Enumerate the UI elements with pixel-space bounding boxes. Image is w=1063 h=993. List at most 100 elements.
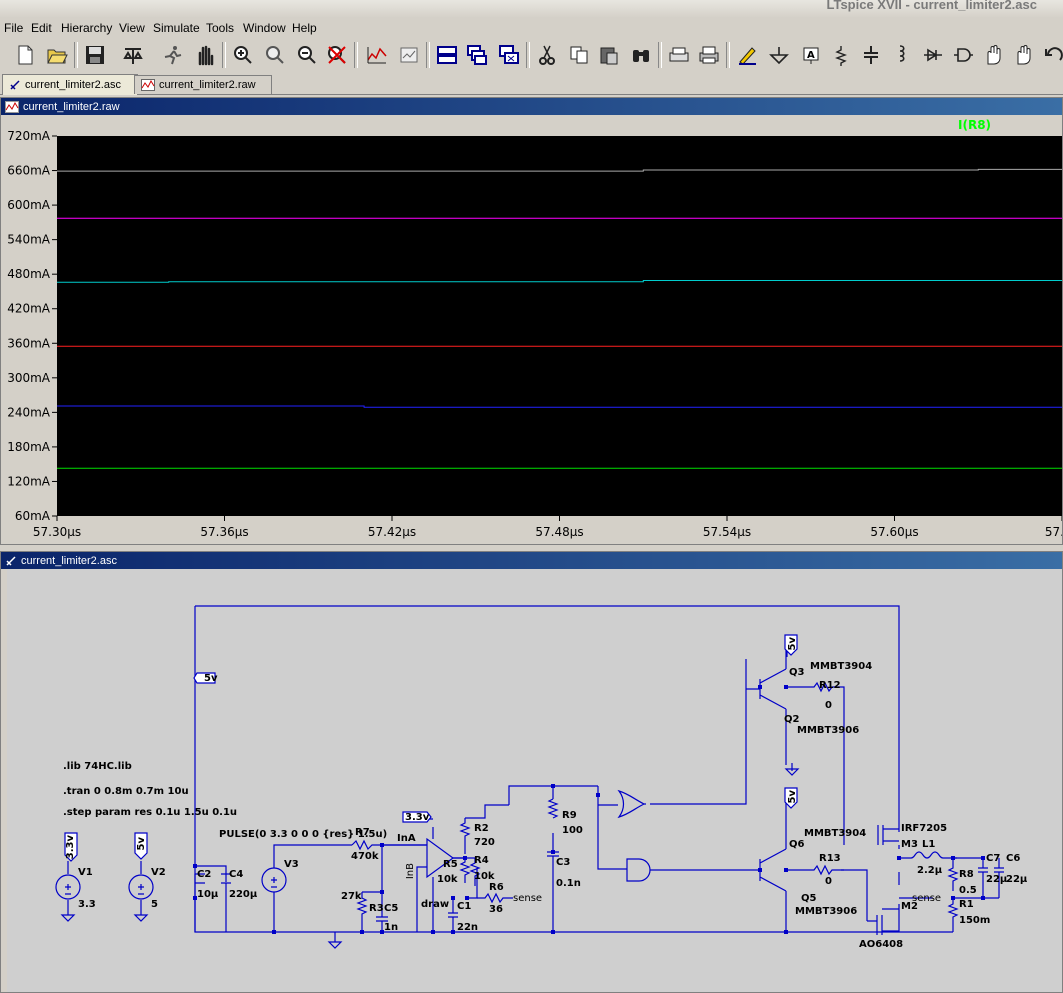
- value-r5[interactable]: 10k: [437, 874, 458, 885]
- value-r12[interactable]: 0: [825, 700, 832, 711]
- menu-window[interactable]: Window: [243, 21, 286, 35]
- model-q6[interactable]: MMBT3904: [804, 828, 867, 839]
- directive-step[interactable]: .step param res 0.1u 1.5u 0.1u: [63, 807, 238, 818]
- value-r6[interactable]: 36: [489, 904, 503, 915]
- control-panel-icon[interactable]: [120, 41, 146, 69]
- value-c4[interactable]: 220µ: [229, 889, 258, 900]
- paste-icon[interactable]: [596, 41, 622, 69]
- label-q5[interactable]: Q5: [801, 893, 817, 904]
- model-q3[interactable]: MMBT3904: [810, 661, 873, 672]
- value-r1[interactable]: 150m: [959, 915, 991, 926]
- value-c5[interactable]: 1n: [384, 922, 399, 933]
- label-sense-m2[interactable]: sense: [912, 893, 942, 904]
- trace-label-ir8[interactable]: I(R8): [958, 118, 991, 132]
- label-q6[interactable]: Q6: [789, 839, 805, 850]
- value-c3[interactable]: 0.1n: [556, 878, 581, 889]
- label-r8[interactable]: R8: [959, 869, 974, 880]
- trace-series-2[interactable]: [57, 280, 1062, 283]
- value-c6[interactable]: 22µ: [1006, 874, 1028, 885]
- label-v3[interactable]: V3: [284, 859, 299, 870]
- directive-tran[interactable]: .tran 0 0.8m 0.7m 10u: [63, 786, 189, 797]
- zoom-pan-icon[interactable]: [262, 41, 288, 69]
- menu-hierarchy[interactable]: Hierarchy: [61, 21, 113, 35]
- menu-edit[interactable]: Edit: [31, 21, 52, 35]
- value-r9[interactable]: 100: [562, 825, 583, 836]
- label-c6[interactable]: C6: [1006, 853, 1021, 864]
- value-r13[interactable]: 0: [825, 876, 832, 887]
- menu-tools[interactable]: Tools: [206, 21, 235, 35]
- component-icon[interactable]: [950, 41, 976, 69]
- flag-3v3[interactable]: 3.3v: [65, 835, 76, 860]
- resistor-icon[interactable]: [828, 41, 854, 69]
- directive-lib[interactable]: .lib 74HC.lib: [63, 761, 132, 772]
- label-r1[interactable]: R1: [959, 899, 974, 910]
- drag-icon[interactable]: [1010, 41, 1036, 69]
- label-ina[interactable]: InA: [397, 833, 416, 844]
- open-folder-icon[interactable]: [44, 41, 70, 69]
- label-r3[interactable]: R3: [369, 903, 384, 914]
- menu-simulate[interactable]: Simulate: [153, 21, 200, 35]
- cut-icon[interactable]: [534, 41, 560, 69]
- label-sense-r6[interactable]: sense: [513, 893, 543, 904]
- label-r13[interactable]: R13: [819, 853, 841, 864]
- halt-icon[interactable]: [192, 41, 218, 69]
- flag-3v3-opamp[interactable]: 3.3v: [405, 812, 430, 823]
- label-icon[interactable]: A: [798, 41, 824, 69]
- trace-series-4[interactable]: [57, 405, 1062, 408]
- label-r7[interactable]: R7: [355, 827, 370, 838]
- menu-view[interactable]: View: [119, 21, 145, 35]
- value-r2[interactable]: 720: [474, 837, 495, 848]
- label-m3[interactable]: M3: [901, 839, 918, 850]
- menu-file[interactable]: File: [4, 21, 24, 35]
- value-r3[interactable]: 27k: [341, 891, 362, 902]
- trace-series-0[interactable]: [57, 168, 1062, 172]
- flag-5v-q3[interactable]: 5v: [787, 637, 798, 651]
- value-r7[interactable]: 470k: [351, 851, 379, 862]
- label-r2[interactable]: R2: [474, 823, 489, 834]
- label-q3[interactable]: Q3: [789, 667, 805, 678]
- save-icon[interactable]: [82, 41, 108, 69]
- label-c4[interactable]: C4: [229, 869, 244, 880]
- value-r8[interactable]: 0.5: [959, 885, 977, 896]
- capacitor-icon[interactable]: [858, 41, 884, 69]
- value-l1[interactable]: 2.2µ: [917, 865, 943, 876]
- schematic-canvas[interactable]: 5v 3.3v 5v 3.3v 5v 5v .lib 74HC.lib .tra…: [7, 569, 1062, 992]
- tab-schematic[interactable]: current_limiter2.asc: [2, 74, 138, 95]
- find-icon[interactable]: [628, 41, 654, 69]
- label-c1[interactable]: C1: [457, 901, 472, 912]
- tab-waveform[interactable]: current_limiter2.raw: [134, 75, 272, 94]
- label-c3[interactable]: C3: [556, 857, 571, 868]
- move-icon[interactable]: [980, 41, 1006, 69]
- value-v1[interactable]: 3.3: [78, 899, 96, 910]
- label-c7[interactable]: C7: [986, 853, 1001, 864]
- ground-icon[interactable]: [766, 41, 792, 69]
- value-v2[interactable]: 5: [151, 899, 158, 910]
- model-q2[interactable]: MMBT3906: [797, 725, 860, 736]
- print-icon[interactable]: [696, 41, 722, 69]
- run-icon[interactable]: [160, 41, 186, 69]
- close-windows-icon[interactable]: [496, 41, 522, 69]
- model-m3[interactable]: IRF7205: [901, 823, 948, 834]
- cascade-icon[interactable]: [464, 41, 490, 69]
- undo-icon[interactable]: [1040, 41, 1063, 69]
- label-v1[interactable]: V1: [78, 867, 93, 878]
- flag-5v[interactable]: 5v: [204, 673, 218, 684]
- diode-icon[interactable]: [920, 41, 946, 69]
- label-m2[interactable]: M2: [901, 901, 918, 912]
- label-r6[interactable]: R6: [489, 882, 504, 893]
- copy-icon[interactable]: [566, 41, 592, 69]
- autorange-icon[interactable]: [364, 41, 390, 69]
- label-c2[interactable]: C2: [197, 869, 212, 880]
- label-v2[interactable]: V2: [151, 867, 166, 878]
- model-m2[interactable]: AO6408: [859, 939, 904, 950]
- inductor-icon[interactable]: [888, 41, 914, 69]
- label-r5[interactable]: R5: [443, 859, 458, 870]
- zoom-in-icon[interactable]: [230, 41, 256, 69]
- menu-help[interactable]: Help: [292, 21, 317, 35]
- zoom-out-icon[interactable]: [294, 41, 320, 69]
- value-r4[interactable]: 10k: [474, 871, 495, 882]
- flag-5v-v2[interactable]: 5v: [136, 837, 147, 851]
- pulse-source-value[interactable]: PULSE(0 3.3 0 0 0 {res} 1.5u): [219, 829, 388, 840]
- label-draw[interactable]: draw: [421, 899, 450, 910]
- value-c1[interactable]: 22n: [457, 922, 479, 933]
